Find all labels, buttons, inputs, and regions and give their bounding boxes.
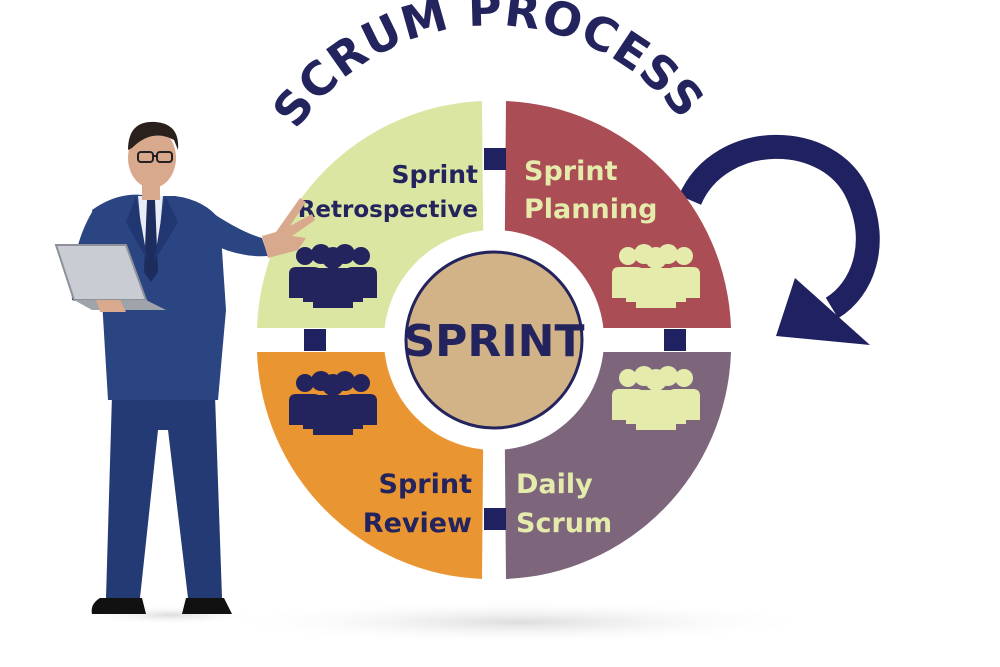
center-label: SPRINT [403,316,584,367]
center-circle [404,250,584,430]
businessman-figure [54,121,315,614]
label-sprint-review: Sprint Review [363,469,472,539]
label-daily-scrum: Daily Scrum [516,469,612,539]
label-line2: Review [363,508,472,539]
circular-arrow-icon [678,134,880,345]
label-line2: Scrum [516,508,612,539]
label-sprint-planning: Sprint Planning [524,156,658,225]
connector-right [664,329,686,351]
cycle-wheel: SPRINT [257,101,731,579]
connector-top [484,148,506,170]
label-line1: Sprint [379,469,473,500]
label-line2: Retrospective [298,197,478,223]
label-line1: Sprint [391,160,478,189]
label-line1: Daily [516,469,593,500]
floor-shadow [220,600,820,644]
label-sprint-retrospective: Sprint Retrospective [298,160,478,223]
connector-bottom [484,508,506,530]
label-line2: Planning [524,194,658,225]
label-line1: Sprint [524,156,618,187]
diagram-title: SCRUM PROCESS [262,0,715,137]
connector-left [304,329,326,351]
